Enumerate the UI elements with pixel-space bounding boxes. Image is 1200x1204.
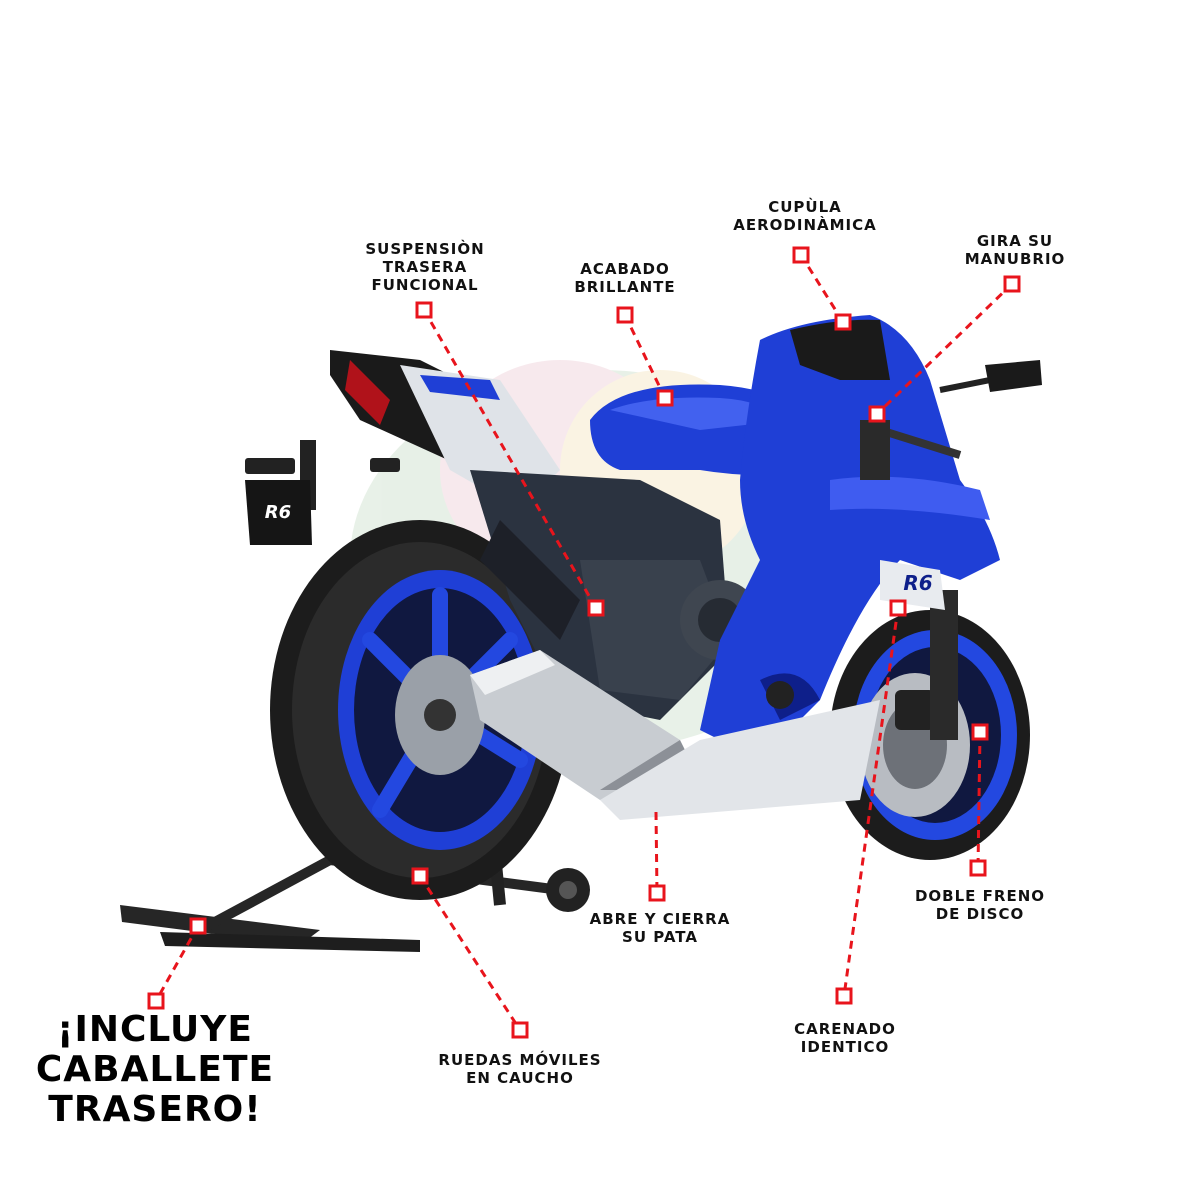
callout-ruedas-line-2: EN CAUCHO xyxy=(466,1069,574,1087)
callout-cupula-line-2: AERODINÀMICA xyxy=(733,216,877,234)
headline-line-2: CABALLETE xyxy=(35,1049,275,1090)
marker-stand-end xyxy=(147,992,165,1010)
marker-suspension-top xyxy=(415,301,433,319)
callout-cupula: CUPÙLA AERODINÀMICA xyxy=(705,198,905,234)
callout-acabado-line-1: ACABADO xyxy=(580,260,670,278)
marker-freno-end xyxy=(969,859,987,877)
frame-engine xyxy=(470,470,760,720)
marker-pata xyxy=(648,884,666,902)
callout-pata-line-1: ABRE Y CIERRA xyxy=(589,910,731,928)
callout-acabado-line-2: BRILLANTE xyxy=(574,278,676,296)
marker-acabado-end xyxy=(656,389,674,407)
marker-carenado-end xyxy=(835,987,853,1005)
callout-freno-line-2: DE DISCO xyxy=(935,905,1025,923)
marker-freno-top xyxy=(971,723,989,741)
marker-manubrio-end xyxy=(868,405,886,423)
marker-cupula-end xyxy=(834,313,852,331)
callout-carenado-line-2: IDENTICO xyxy=(800,1038,890,1056)
headline-line-3: TRASERO! xyxy=(48,1089,262,1130)
callout-pata-line-2: SU PATA xyxy=(622,928,698,946)
marker-cupula-top xyxy=(792,246,810,264)
marker-suspension-end xyxy=(587,599,605,617)
plate-badge: R6 xyxy=(265,502,291,523)
bodywork: R6 xyxy=(590,315,1000,820)
callout-suspension-line-1: SUSPENSIÒN xyxy=(365,240,485,258)
marker-manubrio-top xyxy=(1003,275,1021,293)
callout-markers xyxy=(147,246,1021,1039)
callout-cupula-line-1: CUPÙLA xyxy=(768,198,842,216)
front-wheel xyxy=(830,590,1030,860)
headline-line-1: ¡INCLUYE xyxy=(57,1009,253,1050)
callout-lines xyxy=(154,254,1014,1031)
handlebar-mirror xyxy=(860,360,1042,480)
marker-ruedas-top xyxy=(411,867,429,885)
marker-carenado-top xyxy=(889,599,907,617)
callout-acabado: ACABADO BRILLANTE xyxy=(545,260,705,296)
callout-suspension-line-2: TRASERA xyxy=(382,258,468,276)
callout-freno-line-1: DOBLE FRENO xyxy=(914,887,1045,905)
callout-suspension-line-3: FUNCIONAL xyxy=(371,276,479,294)
callout-ruedas-line-1: RUEDAS MÓVILES xyxy=(438,1051,602,1069)
marker-acabado-top xyxy=(616,306,634,324)
marker-stand-top xyxy=(189,917,207,935)
marker-ruedas-end xyxy=(511,1021,529,1039)
callout-carenado-line-1: CARENADO xyxy=(794,1020,896,1038)
callout-freno: DOBLE FRENO DE DISCO xyxy=(895,887,1065,923)
callout-manubrio-line-1: GIRA SU xyxy=(976,232,1054,250)
callout-manubrio-line-2: MANUBRIO xyxy=(964,250,1066,268)
rear-wheel xyxy=(270,520,570,900)
callout-ruedas: RUEDAS MÓVILES EN CAUCHO xyxy=(420,1051,620,1087)
callout-manubrio: GIRA SU MANUBRIO xyxy=(940,232,1090,268)
headline-stand: ¡INCLUYE CABALLETE TRASERO! xyxy=(20,1010,290,1130)
callout-pata: ABRE Y CIERRA SU PATA xyxy=(570,910,750,946)
callout-carenado: CARENADO IDENTICO xyxy=(770,1020,920,1056)
callout-suspension: SUSPENSIÒN TRASERA FUNCIONAL xyxy=(330,240,520,294)
fairing-badge: R6 xyxy=(903,571,932,595)
